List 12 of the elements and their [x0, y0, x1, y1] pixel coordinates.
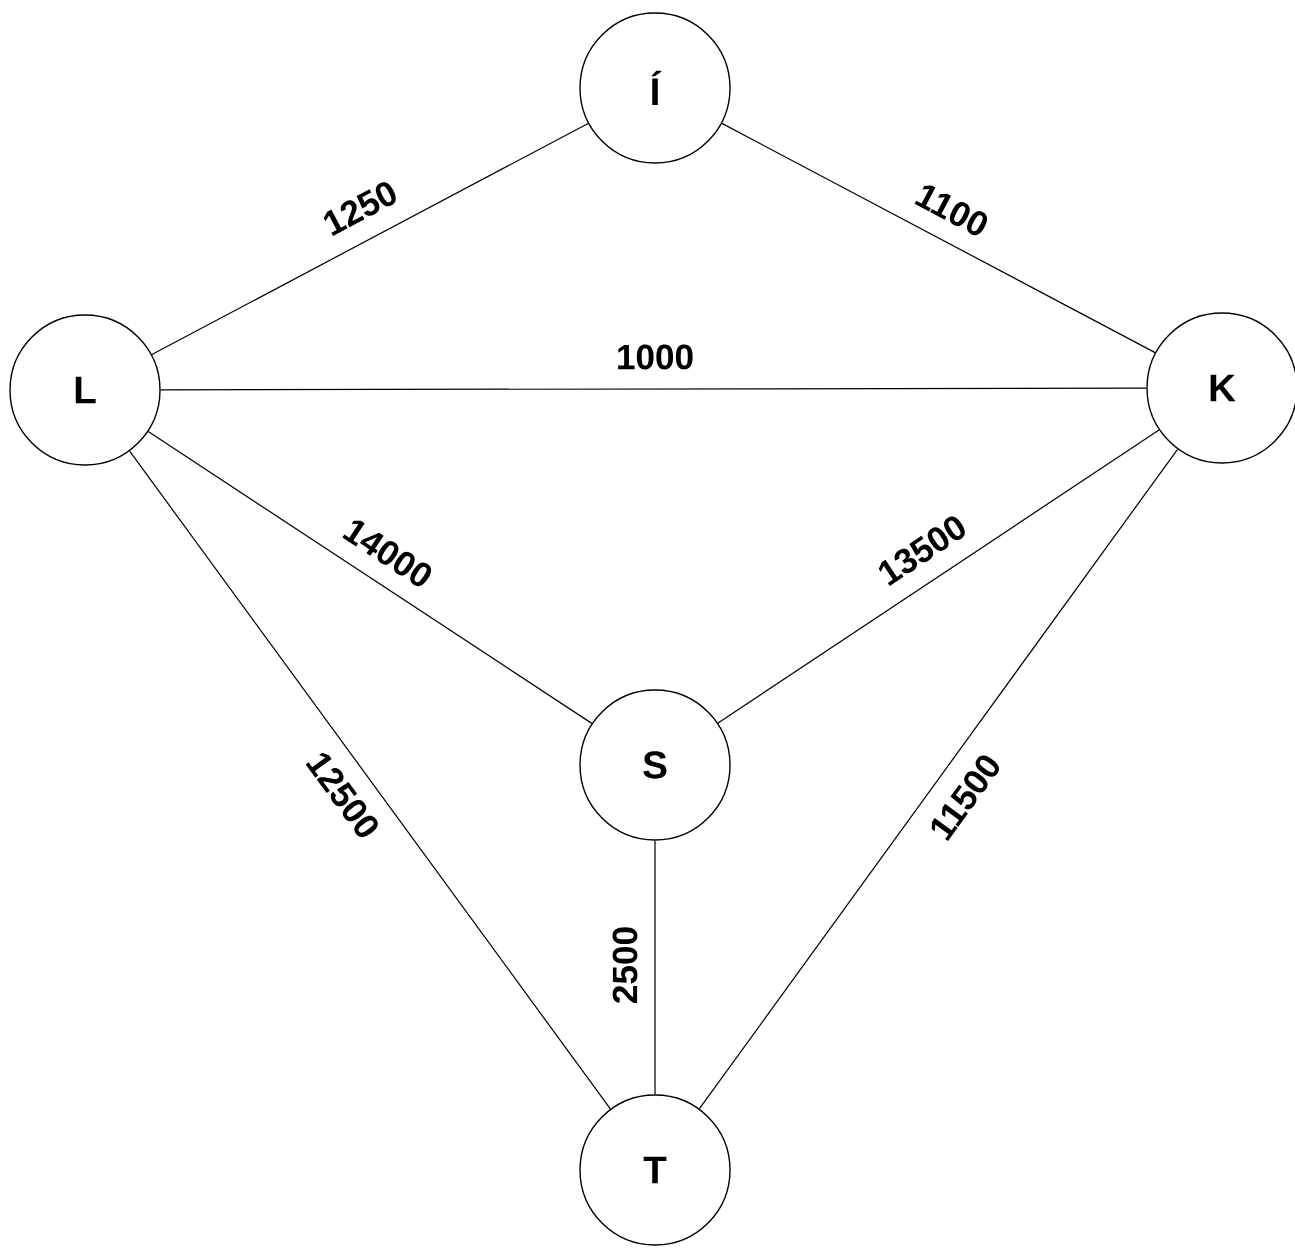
connector-line — [151, 122, 589, 356]
connector-line — [129, 450, 611, 1110]
edge-label: 1250 — [323, 182, 396, 236]
edge-label: 1000 — [618, 344, 693, 370]
edge-label: 2500 — [612, 927, 638, 1003]
connector-line — [160, 387, 1147, 391]
connector-line — [654, 840, 656, 1095]
connector-line — [717, 429, 1160, 724]
connector-line — [147, 431, 593, 724]
connector-line — [698, 448, 1179, 1110]
edge-label: 1100 — [914, 185, 988, 236]
connector-line — [721, 122, 1156, 354]
